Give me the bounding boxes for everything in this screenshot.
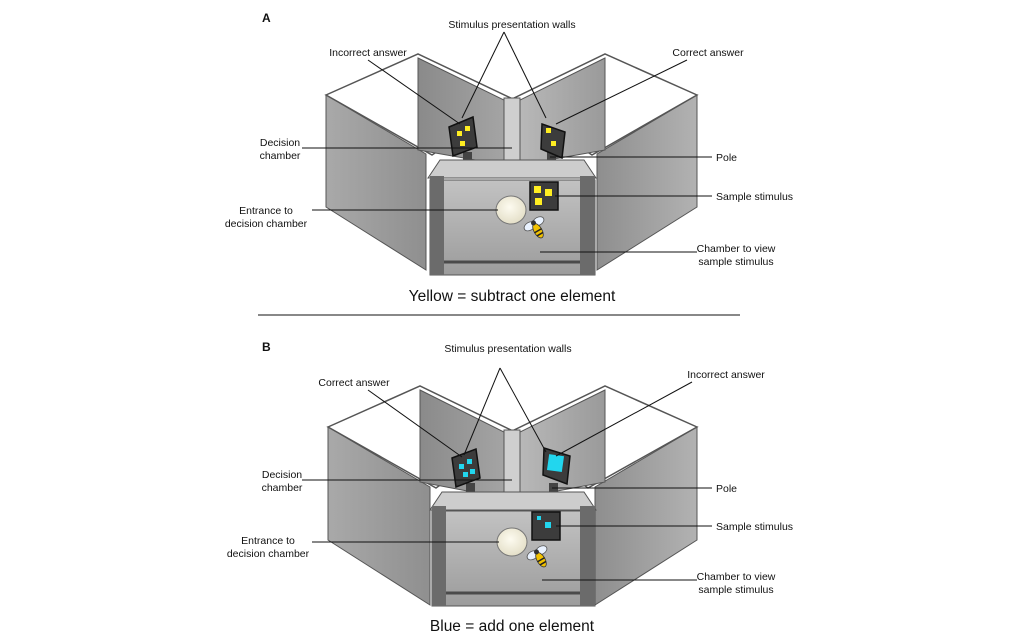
front-post-left [432,506,446,606]
decision-chamber-label-line1: Decision [260,137,300,149]
stimulus-element [545,522,551,528]
front-post-right [580,506,595,606]
stimulus-walls-label: Stimulus presentation walls [448,19,575,31]
front-post-right [580,176,595,275]
sample-stimulus-card [531,511,561,541]
panel-caption: Blue = add one element [430,618,595,635]
sample-stimulus-label: Sample stimulus [716,191,793,203]
apparatus [324,53,699,276]
stimulus-element [463,472,468,477]
left-answer-label: Incorrect answer [329,47,407,59]
stimulus-element [460,141,465,146]
pole-label: Pole [716,483,737,495]
decision-chamber-label-line2: chamber [262,482,303,494]
decision-chamber [429,491,597,511]
view-chamber-label-line2: sample stimulus [698,584,773,596]
entrance-hole [495,195,527,225]
panel-letter: B [262,340,271,354]
entrance-label-line2: decision chamber [225,218,308,230]
pole [463,152,472,162]
stimulus-element [534,186,541,193]
sample-stimulus-card [529,181,559,211]
right-answer-label: Correct answer [672,47,744,59]
left-stimulus-card [451,447,481,489]
pole-label: Pole [716,152,737,164]
view-chamber-label-line2: sample stimulus [698,256,773,268]
left-outer-wall [325,94,427,271]
stimulus-element [459,464,464,469]
bee-icon [526,545,548,568]
entrance-label-line2: decision chamber [227,548,310,560]
right-answer-label: Incorrect answer [687,369,765,381]
panel-letter: A [262,11,271,25]
stimulus-element [535,198,542,205]
stimulus-element [465,126,470,131]
stimulus-element [457,131,462,136]
leader-lines [302,367,712,581]
bee-icon [523,216,545,239]
pole [466,483,475,493]
stimulus-element [546,454,565,473]
view-chamber-label-line1: Chamber to view [697,571,776,583]
apparatus [326,385,699,607]
leader-lines [302,31,712,253]
panel-caption: Yellow = subtract one element [409,288,616,305]
stimulus-element [551,141,556,146]
stimulus-element [546,128,551,133]
decision-chamber-label-line1: Decision [262,469,302,481]
stimulus-element [537,516,541,520]
entrance-label-line1: Entrance to [241,535,295,547]
right-stimulus-card [540,122,566,160]
centre-divider [503,429,521,498]
left-outer-wall [327,426,431,606]
decision-chamber-label-line2: chamber [260,150,301,162]
centre-divider [503,97,521,165]
stimulus-element [470,469,475,474]
left-answer-label: Correct answer [318,377,390,389]
front-post-left [430,176,444,275]
stimulus-element [545,189,552,196]
panel-b: B [227,340,793,635]
stimulus-element [467,459,472,464]
right-outer-wall [596,94,698,271]
left-stimulus-card [448,115,478,158]
panel-a: A [225,11,793,305]
entrance-label-line1: Entrance to [239,205,293,217]
entrance-hole [496,527,528,557]
sample-stimulus-label: Sample stimulus [716,521,793,533]
decision-chamber [427,159,597,179]
view-chamber-label-line1: Chamber to view [697,243,776,255]
stimulus-walls-label: Stimulus presentation walls [444,343,571,355]
